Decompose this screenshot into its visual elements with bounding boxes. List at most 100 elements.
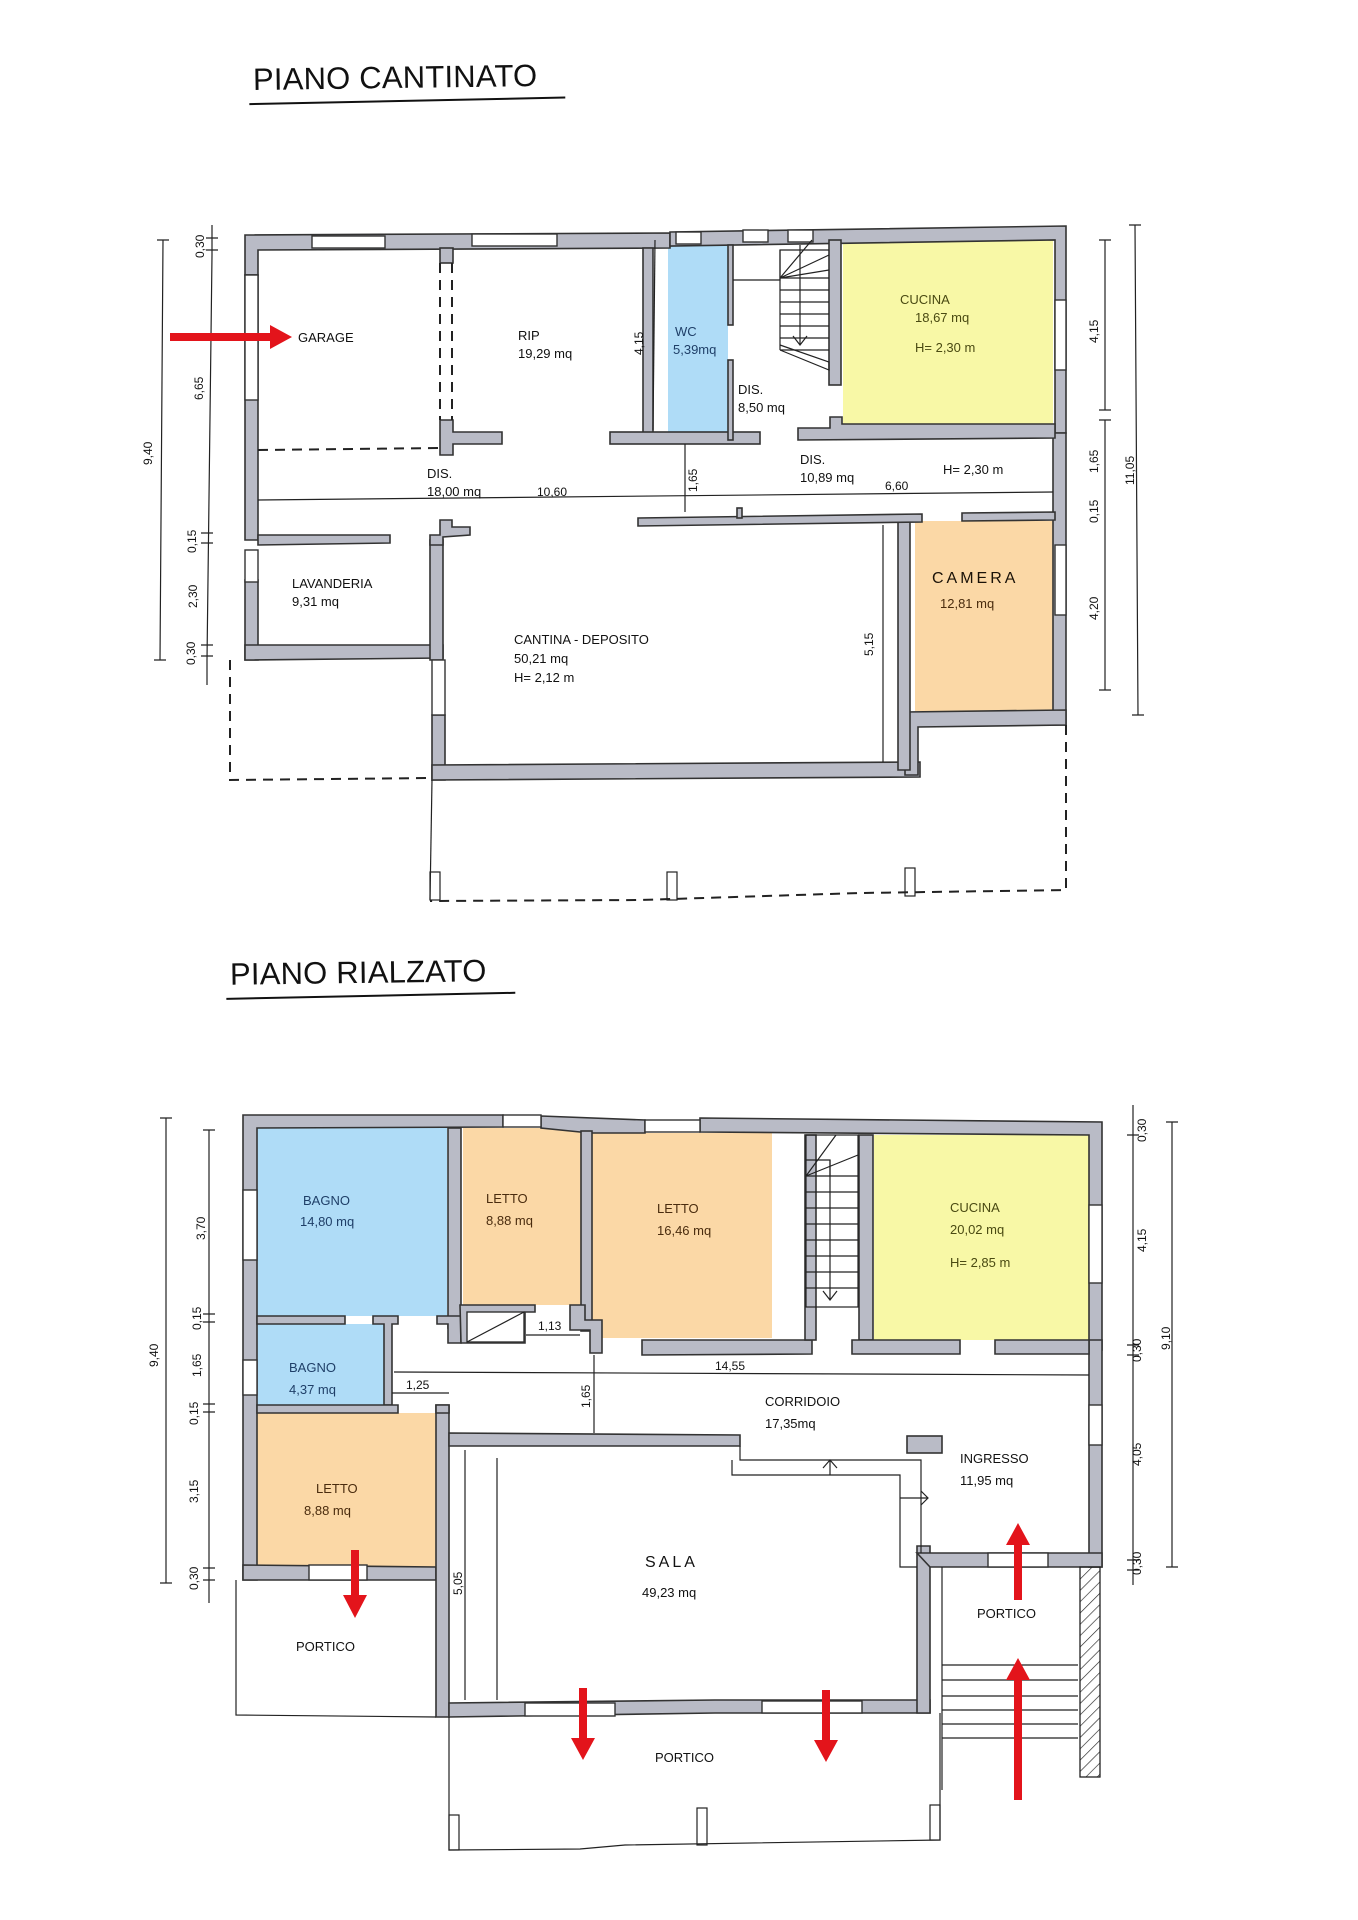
dimension-label: 14,55 [715, 1359, 745, 1373]
dimension-label: 4,15 [632, 331, 646, 355]
dashed-boundary [229, 660, 433, 782]
room-area-dis: 8,50 mq [738, 400, 785, 415]
wall-interior [641, 1339, 813, 1356]
staircase [805, 1134, 859, 1308]
wall-interior [429, 519, 471, 546]
wall-interior [906, 1435, 943, 1454]
exit-arrow-icon [343, 1550, 367, 1618]
dashed-boundary [429, 725, 1067, 902]
room-area-wc: 5,39mq [673, 342, 716, 357]
room-height-cucina: H= 2,85 m [950, 1255, 1010, 1270]
dimension-label: 3,15 [187, 1479, 201, 1503]
window [1054, 544, 1067, 616]
dimension-label: 1,65 [579, 1384, 593, 1408]
wall-interior [637, 513, 923, 527]
room-label-garage: GARAGE [298, 330, 354, 345]
exit-arrow-icon [571, 1688, 595, 1760]
wall-cantina-bottom [431, 761, 921, 781]
room-label-lavanderia: LAVANDERIA [292, 576, 373, 591]
room-label-cucina: CUCINA [950, 1200, 1000, 1215]
entry-arrow-icon [1006, 1658, 1030, 1800]
dimension-label: 2,30 [186, 584, 200, 608]
dimension-label: 1,65 [190, 1353, 204, 1377]
wall-interior [436, 1315, 462, 1344]
wall-interior [439, 419, 503, 456]
room-label-portico: PORTICO [977, 1606, 1036, 1621]
wall-interior [727, 359, 734, 441]
room-height-cantina: H= 2,12 m [514, 670, 574, 685]
window [431, 659, 446, 716]
room-fill-bagno [257, 1324, 384, 1405]
window [311, 235, 386, 249]
room-area-letto: 8,88 mq [486, 1213, 533, 1228]
dimension-label: 1,13 [538, 1319, 562, 1333]
dimension-label: 4,15 [1135, 1228, 1149, 1252]
window [644, 1119, 701, 1133]
dimension-label: 6,60 [885, 479, 909, 493]
window [761, 1700, 863, 1714]
room-height-dis: H= 2,30 m [943, 462, 1003, 477]
wall-interior [797, 416, 1056, 441]
room-fill-letto [463, 1128, 581, 1305]
wall-interior [994, 1339, 1090, 1355]
dimension-label: 5,05 [451, 1571, 465, 1595]
room-label-ingresso: INGRESSO [960, 1451, 1029, 1466]
room-height-cucina: H= 2,30 m [915, 340, 975, 355]
dimension-label: 5,15 [862, 632, 876, 656]
dimension-label: 0,15 [187, 1401, 201, 1425]
dimension-label: 11,05 [1123, 456, 1137, 485]
room-fill-bagno [257, 1128, 447, 1316]
wall-sala-left [435, 1404, 450, 1718]
room-label-rip: RIP [518, 328, 540, 343]
room-area-sala: 49,23 mq [642, 1585, 696, 1600]
dimension-label: 9,40 [147, 1343, 161, 1367]
wall-interior [961, 511, 1056, 522]
room-area-letto: 8,88 mq [304, 1503, 351, 1518]
room-area-cucina: 18,67 mq [915, 310, 969, 325]
dimension-label: 0,30 [1130, 1551, 1144, 1575]
column [929, 1804, 941, 1841]
wall-interior [858, 1134, 874, 1341]
exit-arrow-icon [814, 1690, 838, 1762]
dimension-label: 1,65 [1087, 449, 1101, 473]
closet-diagonal [466, 1311, 525, 1343]
window [242, 1359, 258, 1396]
room-area-cantina: 50,21 mq [514, 651, 568, 666]
room-label-portico: PORTICO [655, 1750, 714, 1765]
room-label-camera: CAMERA [932, 570, 1018, 587]
wall-interior [727, 244, 734, 326]
room-label-dis: DIS. [800, 452, 825, 467]
room-fill-camera [915, 521, 1055, 711]
room-area-bagno: 14,80 mq [300, 1214, 354, 1229]
dimension-label: 1,65 [686, 468, 700, 492]
room-area-dis: 18,00 mq [427, 484, 481, 499]
wall-interior [256, 1404, 399, 1414]
column [904, 867, 916, 897]
room-label-cucina: CUCINA [900, 292, 950, 307]
wall-cantina-left [429, 539, 444, 661]
wall-sala-top [448, 1432, 741, 1447]
room-area-dis: 10,89 mq [800, 470, 854, 485]
room-label-dis: DIS. [738, 382, 763, 397]
hatched-wall [1079, 1566, 1101, 1778]
wall-interior [736, 507, 743, 519]
dimension-label: 0,30 [184, 641, 198, 665]
room-area-camera: 12,81 mq [940, 596, 994, 611]
dimension-label: 4,15 [1087, 319, 1101, 343]
dimension-label: 0,30 [193, 234, 207, 258]
plan-cantinato: GARAGE RIP 19,29 mq WC 5,39mq DIS. 8,50 … [141, 224, 1144, 902]
window [242, 1189, 258, 1261]
room-fill-letto [257, 1413, 436, 1567]
portico-outline [448, 1713, 941, 1851]
wall-camera-left [897, 519, 911, 771]
entrance-arrow-icon [170, 325, 292, 349]
wall-interior [569, 1304, 603, 1354]
room-area-letto: 16,46 mq [657, 1223, 711, 1238]
dashed-boundary [439, 263, 453, 420]
window [244, 549, 259, 583]
room-fill-cucina [843, 240, 1053, 425]
dimension-label: 9,10 [1159, 1326, 1173, 1350]
room-label-corridoio: CORRIDOIO [765, 1394, 840, 1409]
room-label-dis: DIS. [427, 466, 452, 481]
wall-interior [256, 1315, 346, 1325]
